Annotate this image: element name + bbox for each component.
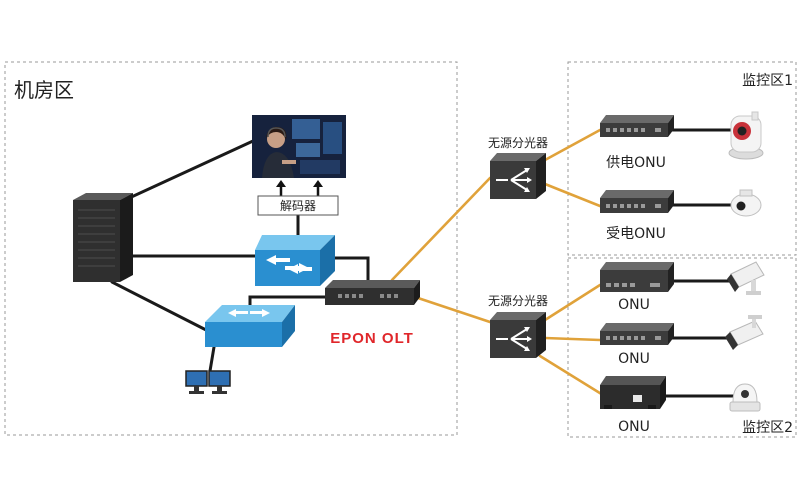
dome-camera-icon <box>730 189 762 217</box>
fiber-splitter2-onu5 <box>538 354 605 397</box>
splitter-1-label: 无源分光器 <box>488 136 548 150</box>
monitor-zone-2-label: 监控区2 <box>742 420 793 436</box>
core-switch-icon <box>255 235 335 286</box>
onu-icon <box>600 262 674 292</box>
machine-room-label: 机房区 <box>14 78 74 102</box>
splitter-2-label: 无源分光器 <box>488 294 548 308</box>
copper-links <box>110 128 735 398</box>
computer-icon <box>185 370 231 394</box>
onu-5-label: ONU <box>618 419 650 435</box>
link-server-display <box>125 139 255 201</box>
onu-4-label: ONU <box>618 351 650 367</box>
dome-camera-icon <box>729 383 761 412</box>
onu-icon <box>600 190 674 213</box>
splitter-icon <box>490 312 546 358</box>
splitter-icon <box>490 153 546 199</box>
link-core-switch-olt <box>333 256 370 284</box>
decoder-box: 解码器 <box>257 195 339 216</box>
machine-room-zone <box>4 61 458 436</box>
onu-icon <box>600 323 674 345</box>
decoder-output-arrows <box>276 180 323 196</box>
monitor-zone-2 <box>567 257 797 438</box>
onu-3-label: ONU <box>618 297 650 313</box>
link-access-switch-computer <box>208 345 216 373</box>
onu-icon <box>600 115 674 137</box>
link-access-switch-olt <box>248 295 327 308</box>
fiber-olt-splitter-1 <box>390 176 492 282</box>
olt-icon <box>325 280 420 305</box>
onu-1-label: 供电ONU <box>606 155 666 171</box>
fiber-splitter1-onu2 <box>543 182 602 208</box>
fiber-splitter1-onu1 <box>543 128 602 162</box>
onu-2-label: 受电ONU <box>606 226 666 242</box>
onu-box-icon <box>600 376 666 409</box>
ptz-dome-camera-icon <box>728 111 764 160</box>
fiber-splitter2-onu4 <box>543 336 602 342</box>
access-switch-icon <box>205 305 295 347</box>
bullet-camera-icon <box>727 261 765 295</box>
bullet-camera-icon <box>725 315 764 350</box>
fiber-olt-splitter-2 <box>413 295 492 324</box>
monitor-display-icon <box>252 115 346 178</box>
decoder-label: 解码器 <box>280 199 316 213</box>
server-tower-icon <box>73 193 133 282</box>
fiber-splitter2-onu3 <box>543 283 602 322</box>
olt-label: EPON OLT <box>330 330 414 347</box>
link-server-access-switch <box>110 280 214 335</box>
fiber-links <box>390 128 605 397</box>
monitor-zone-1-label: 监控区1 <box>742 73 793 89</box>
monitor-zone-1 <box>567 61 797 256</box>
